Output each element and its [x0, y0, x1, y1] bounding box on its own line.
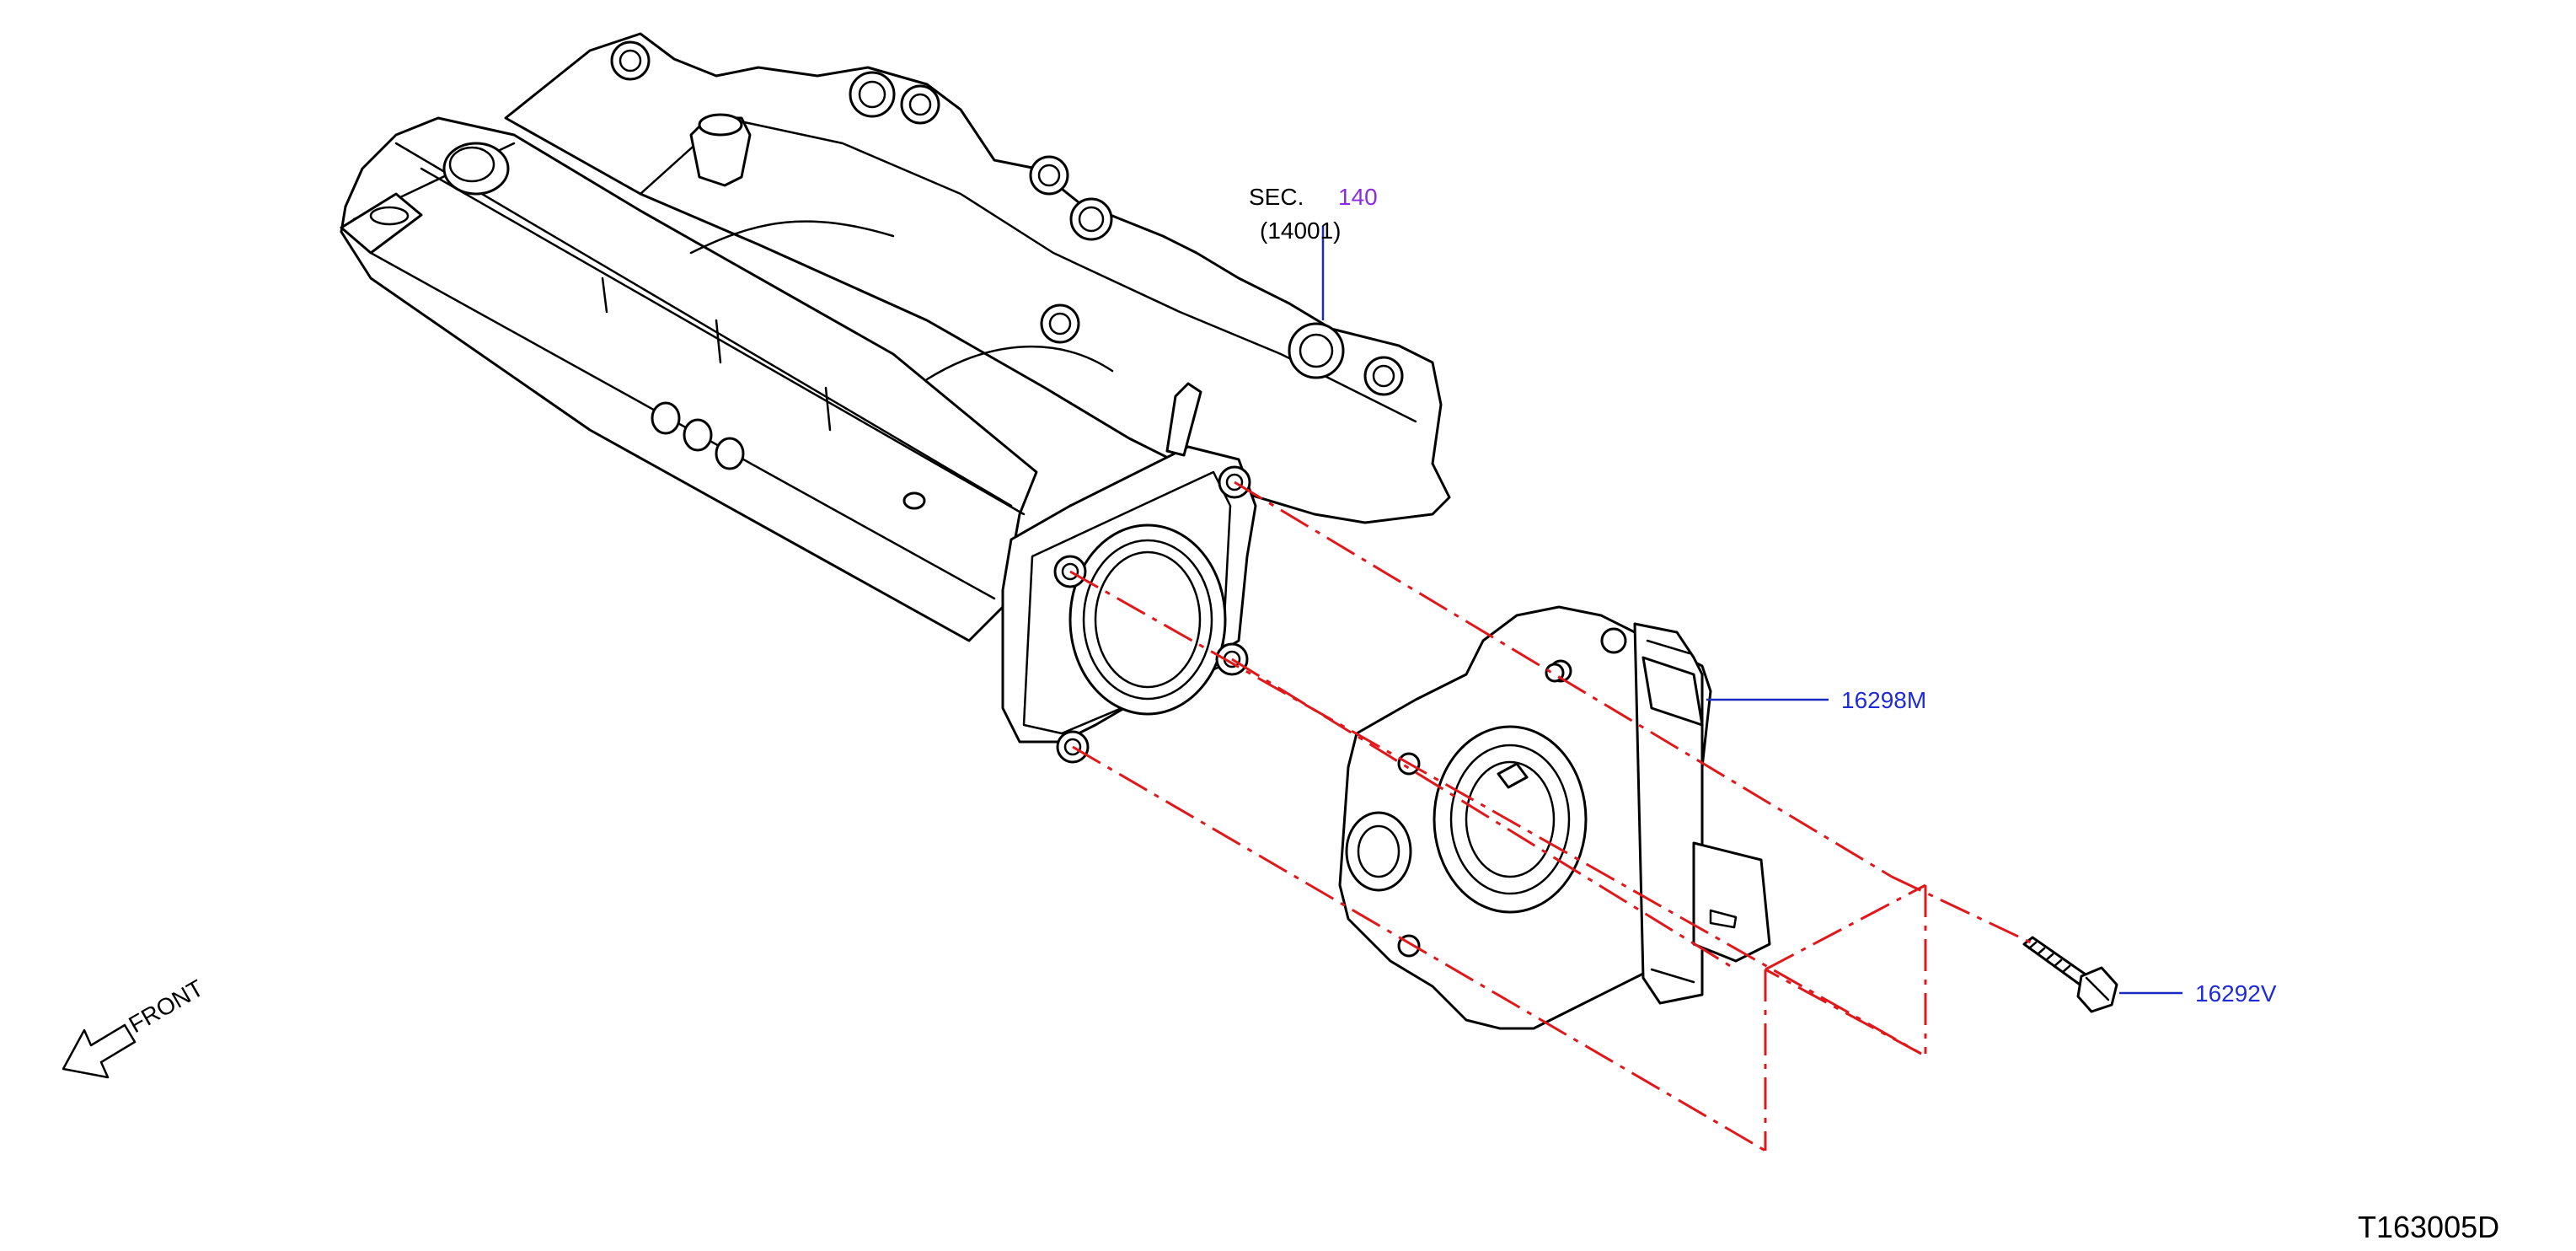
throttle-chamber[interactable]: [1338, 605, 1771, 1030]
front-label: FRONT: [125, 974, 208, 1038]
section-prefix: SEC.: [1249, 184, 1304, 210]
section-part-ref: (14001): [1260, 217, 1342, 244]
assembly-centerlines: [1069, 481, 2032, 1152]
flange-bolt[interactable]: [2022, 936, 2118, 1013]
front-direction-indicator: FRONT: [62, 974, 208, 1079]
callout-16292V[interactable]: 16292V: [2195, 980, 2277, 1007]
section-number-link[interactable]: 140: [1338, 184, 1378, 210]
callout-16298M[interactable]: 16298M: [1841, 687, 1926, 713]
front-arrow-icon: [62, 1023, 137, 1079]
figure-id: T163005D: [2358, 1210, 2499, 1244]
intake-manifold: [340, 32, 1451, 642]
